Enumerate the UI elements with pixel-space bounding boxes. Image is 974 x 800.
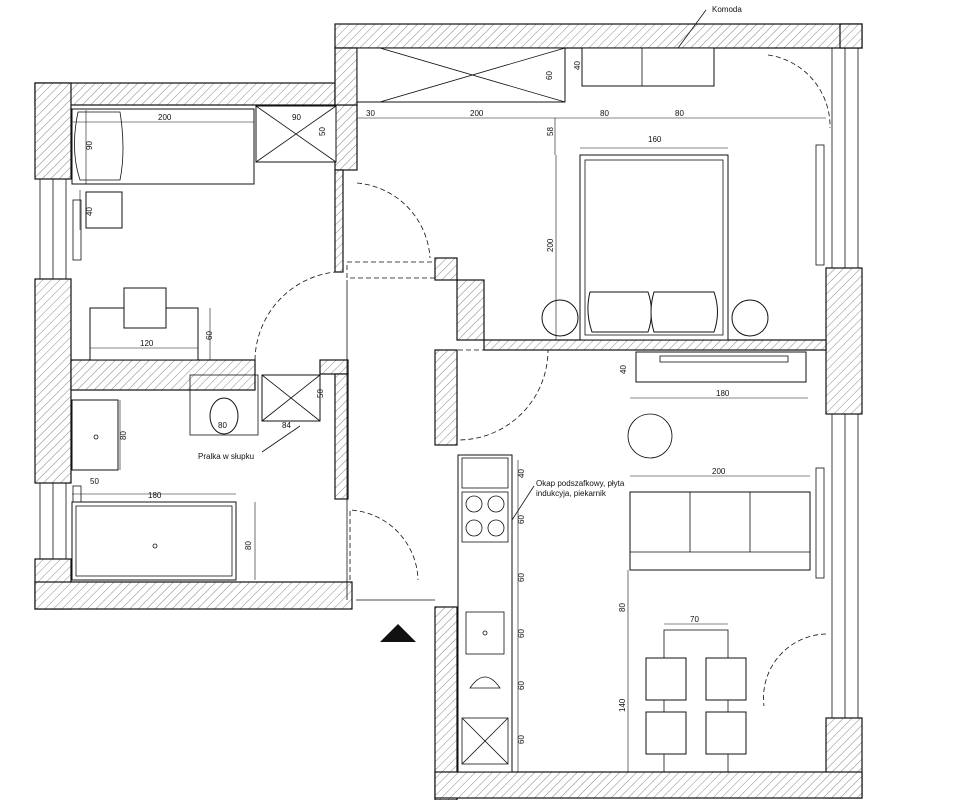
nightstand-left: [541, 299, 579, 337]
dim-bath-w: 80: [244, 541, 253, 550]
wall-bottom: [434, 771, 863, 799]
dim-col-d: 50: [316, 389, 325, 398]
wall-bed-bath-b: [319, 359, 349, 375]
bedroom-1: [71, 105, 431, 361]
wall-hall-step: [434, 257, 458, 281]
fridge-cross-icon: [461, 717, 509, 765]
wall-hall-step-b: [456, 279, 485, 341]
hall: [346, 261, 549, 642]
dim-bed1-w: 90: [85, 141, 94, 150]
dim-bed2-w: 160: [648, 135, 662, 144]
wall-top-step: [334, 47, 358, 106]
nightstand-right: [731, 299, 769, 337]
wc-frame: [189, 374, 259, 436]
bedroom-2: [356, 47, 831, 341]
dim-k2: 60: [517, 515, 526, 524]
wall-bath-right: [334, 373, 349, 500]
dim-dining-w: 70: [690, 615, 699, 624]
dim-wardrobe1-d: 50: [318, 127, 327, 136]
dim-wardrobe1-w: 90: [292, 113, 301, 122]
dim-sofa-w: 200: [712, 467, 726, 476]
leader-pralka: [261, 425, 301, 453]
wall-bed2-bottom: [483, 339, 827, 351]
wall-living-left: [434, 349, 458, 446]
wall-left-top: [34, 82, 336, 106]
bed-single: [71, 108, 255, 185]
dim-tv-d: 40: [619, 365, 628, 374]
dim-top-200: 200: [470, 109, 484, 118]
chair-a: [645, 657, 687, 701]
wardrobe-2: [356, 47, 566, 103]
dim-bed1-len: 200: [158, 113, 172, 122]
dim-dining-len: 140: [618, 698, 627, 712]
living-room: [627, 351, 827, 773]
tv-cabinet: [635, 351, 807, 383]
dim-col-w: 84: [282, 421, 291, 430]
dim-sink-d: 80: [119, 431, 128, 440]
induction-hob-icon: [461, 491, 509, 543]
text-labels: Komoda Pralka w słupku Okap podszafkowy,…: [85, 5, 742, 744]
dimension-lines: [72, 9, 826, 772]
leader-komoda: [677, 9, 707, 49]
dim-k6: 60: [517, 735, 526, 744]
dim-night1: 40: [85, 207, 94, 216]
dim-top-30: 30: [366, 109, 375, 118]
chair-1: [123, 287, 167, 329]
dim-k5: 60: [517, 681, 526, 690]
wall-bed1-right-b: [334, 169, 344, 273]
dim-k1: 40: [517, 469, 526, 478]
wall-top: [334, 23, 863, 49]
entrance-arrow-icon: [380, 624, 416, 642]
wall-left-outer-b: [34, 278, 72, 484]
dim-komoda-d: 40: [573, 61, 582, 70]
coffee-table: [627, 413, 673, 459]
radiator-living: [815, 467, 825, 579]
dim-sofa-gap: 80: [618, 603, 627, 612]
label-komoda: Komoda: [712, 5, 742, 14]
dim-bed2-gap: 58: [546, 127, 555, 136]
wc-bowl: [209, 397, 239, 435]
wall-kitchen-left: [434, 606, 458, 800]
radiator-bed1: [72, 199, 82, 261]
dim-bed2-len: 200: [546, 238, 555, 252]
dim-sink-off: 50: [90, 477, 99, 486]
dim-bath-len: 180: [148, 491, 162, 500]
dining-table: [663, 629, 729, 773]
wall-right-a: [839, 23, 863, 49]
komoda: [581, 47, 715, 87]
wall-left-bottom: [34, 581, 353, 610]
nightstand-1: [85, 191, 123, 229]
bathroom: [71, 374, 419, 581]
dim-k4: 60: [517, 629, 526, 638]
dim-wardrobe2-d: 60: [545, 71, 554, 80]
label-pralka: Pralka w słupku: [198, 452, 254, 461]
wall-bed1-right: [334, 104, 358, 171]
sofa: [629, 491, 811, 571]
wall-left-outer-a: [34, 82, 72, 180]
dim-top-80b: 80: [675, 109, 684, 118]
radiator-bed2: [815, 144, 825, 266]
chair-d: [705, 711, 747, 755]
chair-c: [645, 711, 687, 755]
dim-tv-w: 180: [716, 389, 730, 398]
kitchen: [457, 454, 513, 773]
leader-okap: [511, 485, 535, 521]
chair-b: [705, 657, 747, 701]
wall-right-b: [825, 267, 863, 415]
hall-wardrobe: [346, 261, 436, 279]
dim-k3: 60: [517, 573, 526, 582]
bathtub: [71, 501, 237, 581]
dim-top-80a: 80: [600, 109, 609, 118]
dim-desk1-len: 120: [140, 339, 154, 348]
kitchen-sink-icon: [465, 611, 505, 655]
label-okap-1: Okap podszafkowy, płyta: [536, 479, 625, 488]
label-okap-2: indukcyja, piekarnik: [536, 489, 607, 498]
dim-wc-w: 80: [218, 421, 227, 430]
dim-desk1-d: 60: [205, 331, 214, 340]
